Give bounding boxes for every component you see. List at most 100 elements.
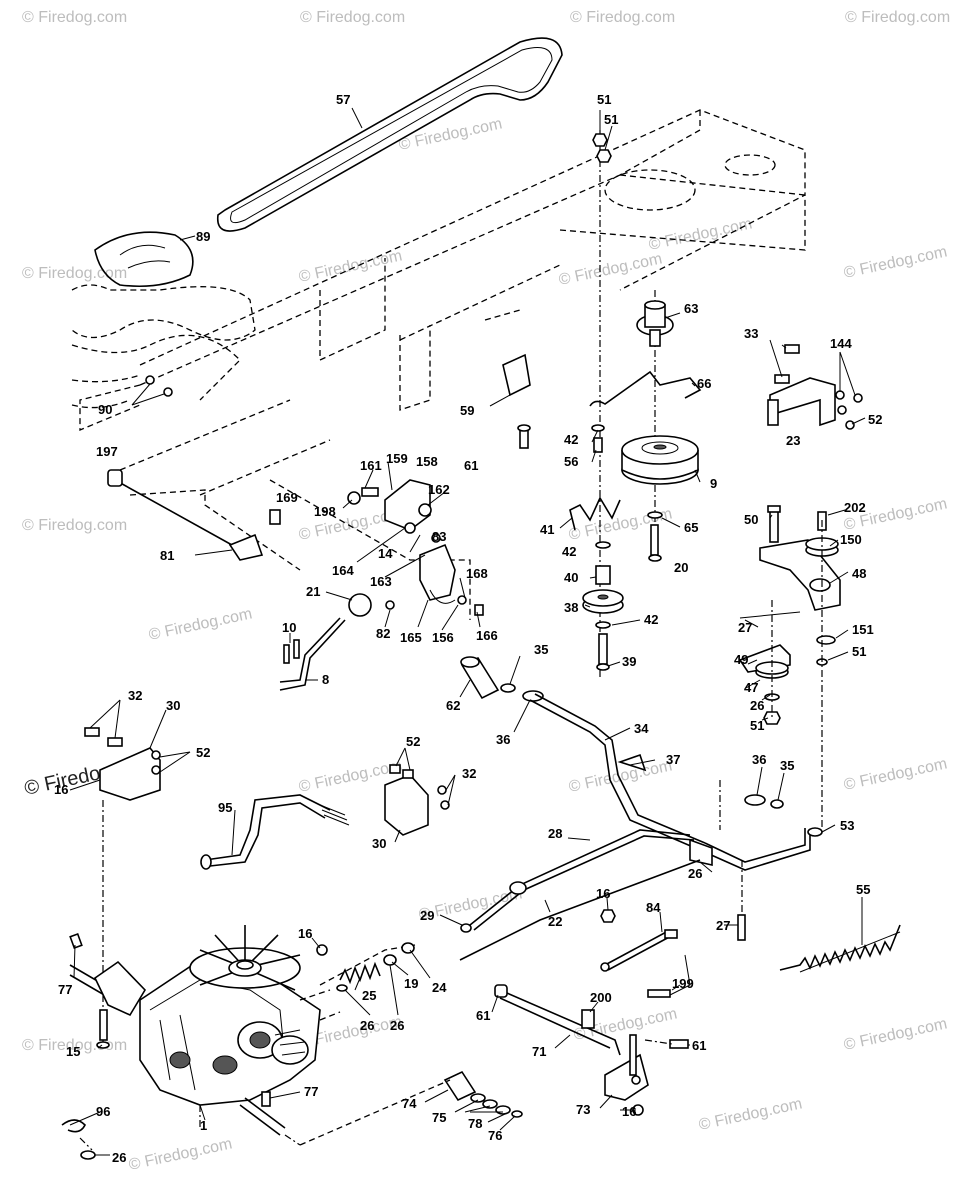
callout: 163 xyxy=(370,574,392,589)
callout: 20 xyxy=(674,560,688,575)
callout: 16 xyxy=(54,782,68,797)
callout: 16 xyxy=(596,886,610,901)
brake-rod xyxy=(107,399,301,571)
callout: 32 xyxy=(128,688,142,703)
callout: 30 xyxy=(372,836,386,851)
callout: 83 xyxy=(432,529,446,544)
callout: 162 xyxy=(428,482,450,497)
callout: 158 xyxy=(416,454,438,469)
bushings-74-76 xyxy=(299,1070,523,1146)
bracket-30-center xyxy=(384,764,450,836)
callout: 26 xyxy=(688,866,702,881)
callout: 33 xyxy=(744,326,758,341)
callout: 42 xyxy=(562,544,576,559)
callout: 159 xyxy=(386,451,408,466)
callout: 75 xyxy=(432,1110,446,1125)
callout: 48 xyxy=(852,566,866,581)
callout: 34 xyxy=(634,721,649,736)
watermark: © Firedog.com xyxy=(842,1015,948,1053)
callout: 32 xyxy=(462,766,476,781)
callout: 151 xyxy=(852,622,874,637)
callout: 73 xyxy=(576,1102,590,1117)
callout: 202 xyxy=(844,500,866,515)
callout: 74 xyxy=(402,1096,417,1111)
callout: 78 xyxy=(468,1116,482,1131)
callout: 156 xyxy=(432,630,454,645)
callout: 9 xyxy=(710,476,717,491)
callout: 53 xyxy=(840,818,854,833)
callout: 36 xyxy=(752,752,766,767)
callout: 76 xyxy=(488,1128,502,1143)
callout: 26 xyxy=(390,1018,404,1033)
callout: 52 xyxy=(406,734,420,749)
callout: 52 xyxy=(196,745,210,760)
watermark: © Firedog.com xyxy=(297,247,403,285)
callout: 161 xyxy=(360,458,382,473)
callout: 89 xyxy=(196,229,210,244)
transaxle xyxy=(69,800,341,1146)
bracket-23 xyxy=(767,344,863,430)
callout: 51 xyxy=(750,718,764,733)
watermark: © Firedog.com xyxy=(22,1037,127,1054)
callout: 168 xyxy=(466,566,488,581)
tractor-frame xyxy=(71,109,806,431)
callout: 197 xyxy=(96,444,118,459)
callout: 42 xyxy=(564,432,578,447)
clip-96 xyxy=(61,1119,96,1160)
callout: 36 xyxy=(496,732,510,747)
callout: 71 xyxy=(532,1044,546,1059)
callout: 26 xyxy=(360,1018,374,1033)
pulley-stack xyxy=(569,130,702,680)
callout: 26 xyxy=(750,698,764,713)
callout: 24 xyxy=(432,980,447,995)
callout: 29 xyxy=(420,908,434,923)
watermark: © Firedog.com xyxy=(647,215,753,253)
watermark: © Firedog.com xyxy=(22,517,127,534)
callout: 49 xyxy=(734,652,748,667)
watermark: © Firedog.com xyxy=(22,9,127,26)
watermark: © Firedog.com xyxy=(127,1135,233,1173)
callout: 19 xyxy=(404,976,418,991)
leader-lines xyxy=(69,107,866,1156)
callout: 65 xyxy=(684,520,698,535)
callout: 77 xyxy=(304,1084,318,1099)
callout: 77 xyxy=(58,982,72,997)
callout: 82 xyxy=(376,626,390,641)
callout: 47 xyxy=(744,680,758,695)
callout: 55 xyxy=(856,882,870,897)
callout: 56 xyxy=(564,454,578,469)
bracket-59 xyxy=(502,353,531,449)
shift-lever-boot xyxy=(94,231,196,288)
callout: 144 xyxy=(830,336,852,351)
callout: 66 xyxy=(697,376,711,391)
callout-labels: 57 51 51 89 63 33 144 66 59 90 42 56 52 … xyxy=(54,92,882,1165)
spring-55 xyxy=(779,924,901,973)
callout: 41 xyxy=(540,522,554,537)
callout: 23 xyxy=(786,433,800,448)
watermark: © Firedog.com xyxy=(842,243,948,281)
callout: 26 xyxy=(112,1150,126,1165)
handle-95 xyxy=(200,794,350,870)
callout: 37 xyxy=(666,752,680,767)
callout: 30 xyxy=(166,698,180,713)
rod-84 xyxy=(600,909,746,998)
callout: 57 xyxy=(336,92,350,107)
arm-71 xyxy=(494,984,689,1116)
rods-28-22 xyxy=(319,829,701,986)
callout: 198 xyxy=(314,504,336,519)
callout: 90 xyxy=(98,402,112,417)
callout: 40 xyxy=(564,570,578,585)
callout: 27 xyxy=(738,620,752,635)
watermark: © Firedog.com xyxy=(397,115,503,153)
watermark: © Firedog.com xyxy=(845,9,950,26)
callout: 84 xyxy=(646,900,661,915)
callout: 42 xyxy=(644,612,658,627)
callout: 10 xyxy=(282,620,296,635)
callout: 35 xyxy=(780,758,794,773)
callout: 14 xyxy=(378,546,393,561)
callout: 61 xyxy=(476,1008,490,1023)
callout: 81 xyxy=(160,548,174,563)
watermark: © Firedog.com xyxy=(22,265,127,282)
watermark: © Firedog.com xyxy=(557,250,663,288)
